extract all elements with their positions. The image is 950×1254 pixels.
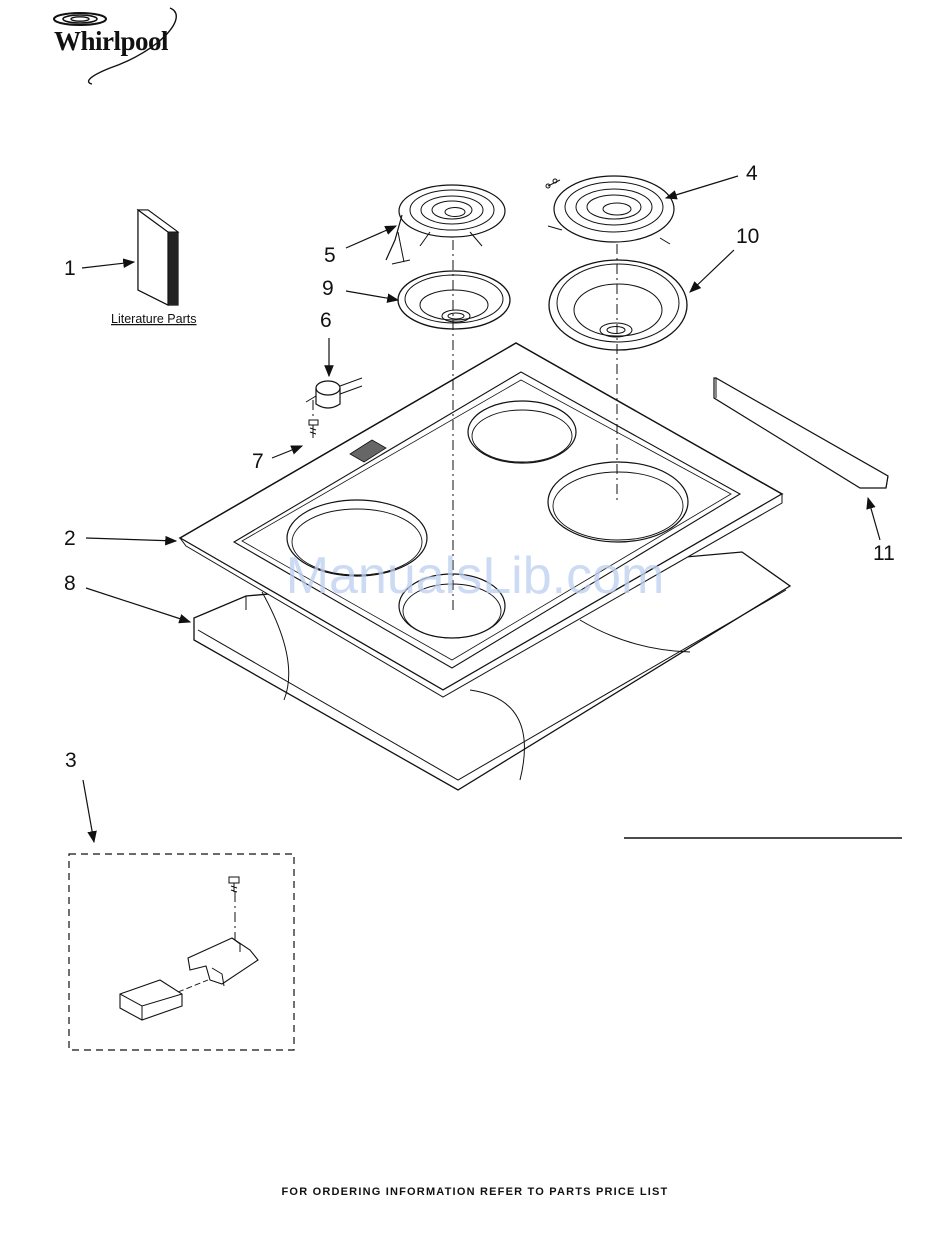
bracket-assembly bbox=[120, 877, 258, 1020]
small-drip-bowl bbox=[398, 271, 510, 329]
callout-5: 5 bbox=[324, 244, 336, 267]
callout-9: 9 bbox=[322, 277, 334, 300]
callout-4: 4 bbox=[746, 162, 758, 185]
literature-booklet bbox=[138, 210, 178, 305]
cooktop-panel bbox=[180, 343, 782, 697]
mounting-screw bbox=[309, 420, 318, 438]
part-3-kit-box bbox=[69, 854, 294, 1050]
callout-10: 10 bbox=[736, 225, 759, 248]
element-receptacle bbox=[306, 378, 362, 408]
literature-parts-label: Literature Parts bbox=[111, 312, 196, 326]
callout-3: 3 bbox=[65, 749, 77, 772]
callout-6: 6 bbox=[320, 309, 332, 332]
callout-7: 7 bbox=[252, 450, 264, 473]
callout-1: 1 bbox=[64, 257, 76, 280]
watermark: ManualsLib.com bbox=[0, 546, 950, 606]
large-drip-bowl bbox=[549, 260, 687, 350]
small-surface-element bbox=[386, 185, 505, 264]
large-surface-element bbox=[546, 176, 674, 244]
ordering-footer: FOR ORDERING INFORMATION REFER TO PARTS … bbox=[0, 1186, 950, 1198]
